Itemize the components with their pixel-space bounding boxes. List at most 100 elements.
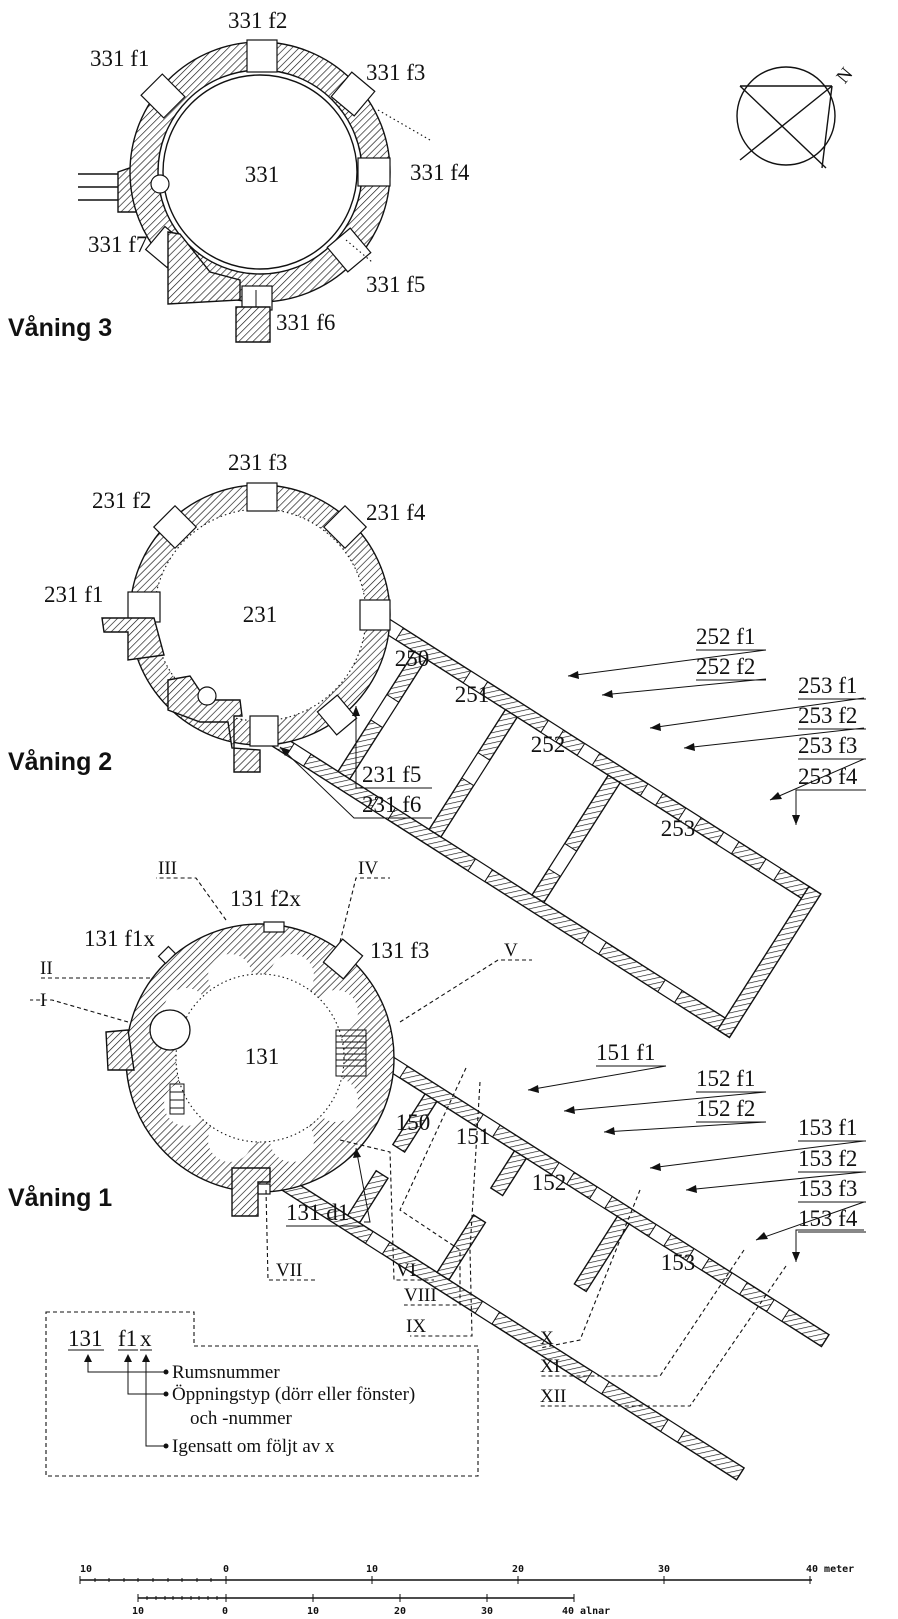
opening-label-331-f5: 331 f5 [366, 272, 425, 297]
opening-label-152-f1: 152 f1 [696, 1066, 755, 1091]
section-label-XII: XII [540, 1386, 566, 1407]
opening-label-131-f1x: 131 f1x [84, 926, 155, 951]
scale-alnar-label-10-left: 10 [132, 1606, 144, 1617]
floor-1-wall-151-152-a [489, 1149, 528, 1197]
legend-box: 131 f1 x Rumsnummer Öppningstyp (dörr el… [45, 1311, 479, 1477]
legend-connector-lines [87, 1356, 164, 1447]
opening-331-f2 [246, 39, 278, 73]
opening-label-152-f2: 152 f2 [696, 1096, 755, 1121]
floor-2-arrowheads [280, 671, 800, 825]
legend-dots [84, 1354, 169, 1449]
floor-1-wall-151-152-b [436, 1214, 487, 1281]
floor-1-tower-interior [176, 974, 344, 1142]
opening-331-f1 [140, 73, 186, 119]
opening-231-f1 [127, 591, 161, 623]
room-label-253: 253 [661, 816, 696, 841]
opening-331-f4 [357, 157, 391, 187]
opening-label-153-f3: 153 f3 [798, 1176, 857, 1201]
section-label-II: II [40, 958, 53, 979]
floor-2-west-annex [101, 617, 165, 661]
opening-label-253-f3: 253 f3 [798, 733, 857, 758]
opening-label-331-f4: 331 f4 [410, 160, 470, 185]
opening-label-131-f3: 131 f3 [370, 938, 429, 963]
legend-item-blocked: Igensatt om följt av x [172, 1436, 335, 1457]
opening-131-f2x [263, 921, 285, 933]
floor-3-plan: 331 331 f1 331 f2 331 f3 331 f4 331 f5 3… [8, 8, 470, 343]
compass-circle [736, 66, 836, 166]
opening-label-331-f3: 331 f3 [366, 60, 425, 85]
floor-2-tower-interior [154, 509, 366, 721]
compass-north-axis [821, 85, 833, 169]
legend-item-opening-type: Öppningstyp (dörr eller fönster) [172, 1384, 415, 1405]
opening-label-231-f2: 231 f2 [92, 488, 151, 513]
section-label-III: III [158, 858, 177, 879]
scale-meter-label-0: 0 [223, 1564, 229, 1575]
floor-1-wing-windows [364, 1054, 791, 1443]
opening-231-f6 [249, 715, 279, 747]
room-label-231: 231 [243, 602, 278, 627]
floor-3-inner-ring [162, 74, 358, 270]
section-label-VII: VII [276, 1260, 302, 1281]
floor-2-plan: 231 250 251 252 253 231 f1 231 f2 231 f3… [8, 450, 866, 1039]
floor-2-wing [260, 594, 822, 1039]
floor-3-stub [235, 306, 271, 343]
scale-alnar-label-10: 10 [307, 1606, 319, 1617]
floor-1-south-annex [231, 1167, 271, 1217]
opening-label-252-f2: 252 f2 [696, 654, 755, 679]
scale-alnar-label-40: 40 alnar [562, 1606, 610, 1617]
floor-2-wing-windows [285, 616, 782, 1004]
floor-1-plan: 131 150 151 152 153 131 f1x 131 f2x 131 … [8, 858, 866, 1481]
room-label-150: 150 [396, 1110, 431, 1135]
floor-1-pointers [355, 1065, 865, 1262]
opening-label-253-f2: 253 f2 [798, 703, 857, 728]
opening-331-f5 [326, 227, 372, 273]
scale-meter-label-10: 10 [366, 1564, 378, 1575]
room-label-250: 250 [395, 646, 430, 671]
legend-code-opening: f1 [118, 1326, 137, 1351]
scale-meter-ticks [79, 1576, 811, 1584]
section-label-I: I [40, 990, 46, 1011]
compass-diag-1 [739, 85, 827, 169]
opening-label-253-f1: 253 f1 [798, 673, 857, 698]
floor-2-stair-niche [197, 686, 217, 706]
room-label-331: 331 [245, 162, 280, 187]
section-label-X: X [540, 1328, 554, 1349]
opening-131-f1x [157, 945, 177, 965]
scale-alnar-label-0: 0 [222, 1606, 228, 1617]
section-label-XI: XI [540, 1356, 560, 1377]
floor-title-3: Våning 3 [8, 314, 112, 342]
floor-1-wall-150-151-b [346, 1169, 389, 1224]
floor-3-stair-niche [150, 174, 170, 194]
scale-alnar-label-30: 30 [481, 1606, 493, 1617]
section-label-IX: IX [406, 1316, 426, 1337]
opening-label-151-f1: 151 f1 [596, 1040, 655, 1065]
opening-label-331-f6: 331 f6 [276, 310, 335, 335]
opening-331-f3 [330, 71, 376, 117]
floor-3-buttress [167, 231, 241, 305]
floor-1-label-underlines [286, 1065, 866, 1233]
scale-meter-label-30: 30 [658, 1564, 670, 1575]
room-label-252: 252 [531, 732, 566, 757]
floor-2-label-underlines [362, 649, 866, 819]
room-label-151: 151 [456, 1124, 491, 1149]
floor-1-wall-150-151-a [391, 1092, 438, 1154]
room-label-152: 152 [532, 1170, 567, 1195]
section-label-VI: VI [396, 1260, 416, 1281]
opening-231-f4 [322, 504, 368, 550]
section-label-V: V [504, 940, 518, 961]
section-label-VIII: VIII [404, 1285, 437, 1306]
floor-title-2: Våning 2 [8, 748, 112, 776]
compass-rose: N [736, 63, 858, 169]
opening-label-153-f4: 153 f4 [798, 1206, 858, 1231]
opening-231-f2 [152, 504, 198, 550]
section-label-IV: IV [358, 858, 378, 879]
opening-label-253-f4: 253 f4 [798, 764, 858, 789]
floor-1-wall-152-153 [573, 1215, 631, 1293]
legend-item-room-number: Rumsnummer [172, 1362, 280, 1383]
floor-2-wing-east-wall [716, 885, 822, 1039]
opening-331-f6 [241, 285, 273, 311]
opening-label-231-f6: 231 f6 [362, 792, 421, 817]
opening-131-f3 [322, 938, 364, 980]
opening-label-153-f1: 153 f1 [798, 1115, 857, 1140]
